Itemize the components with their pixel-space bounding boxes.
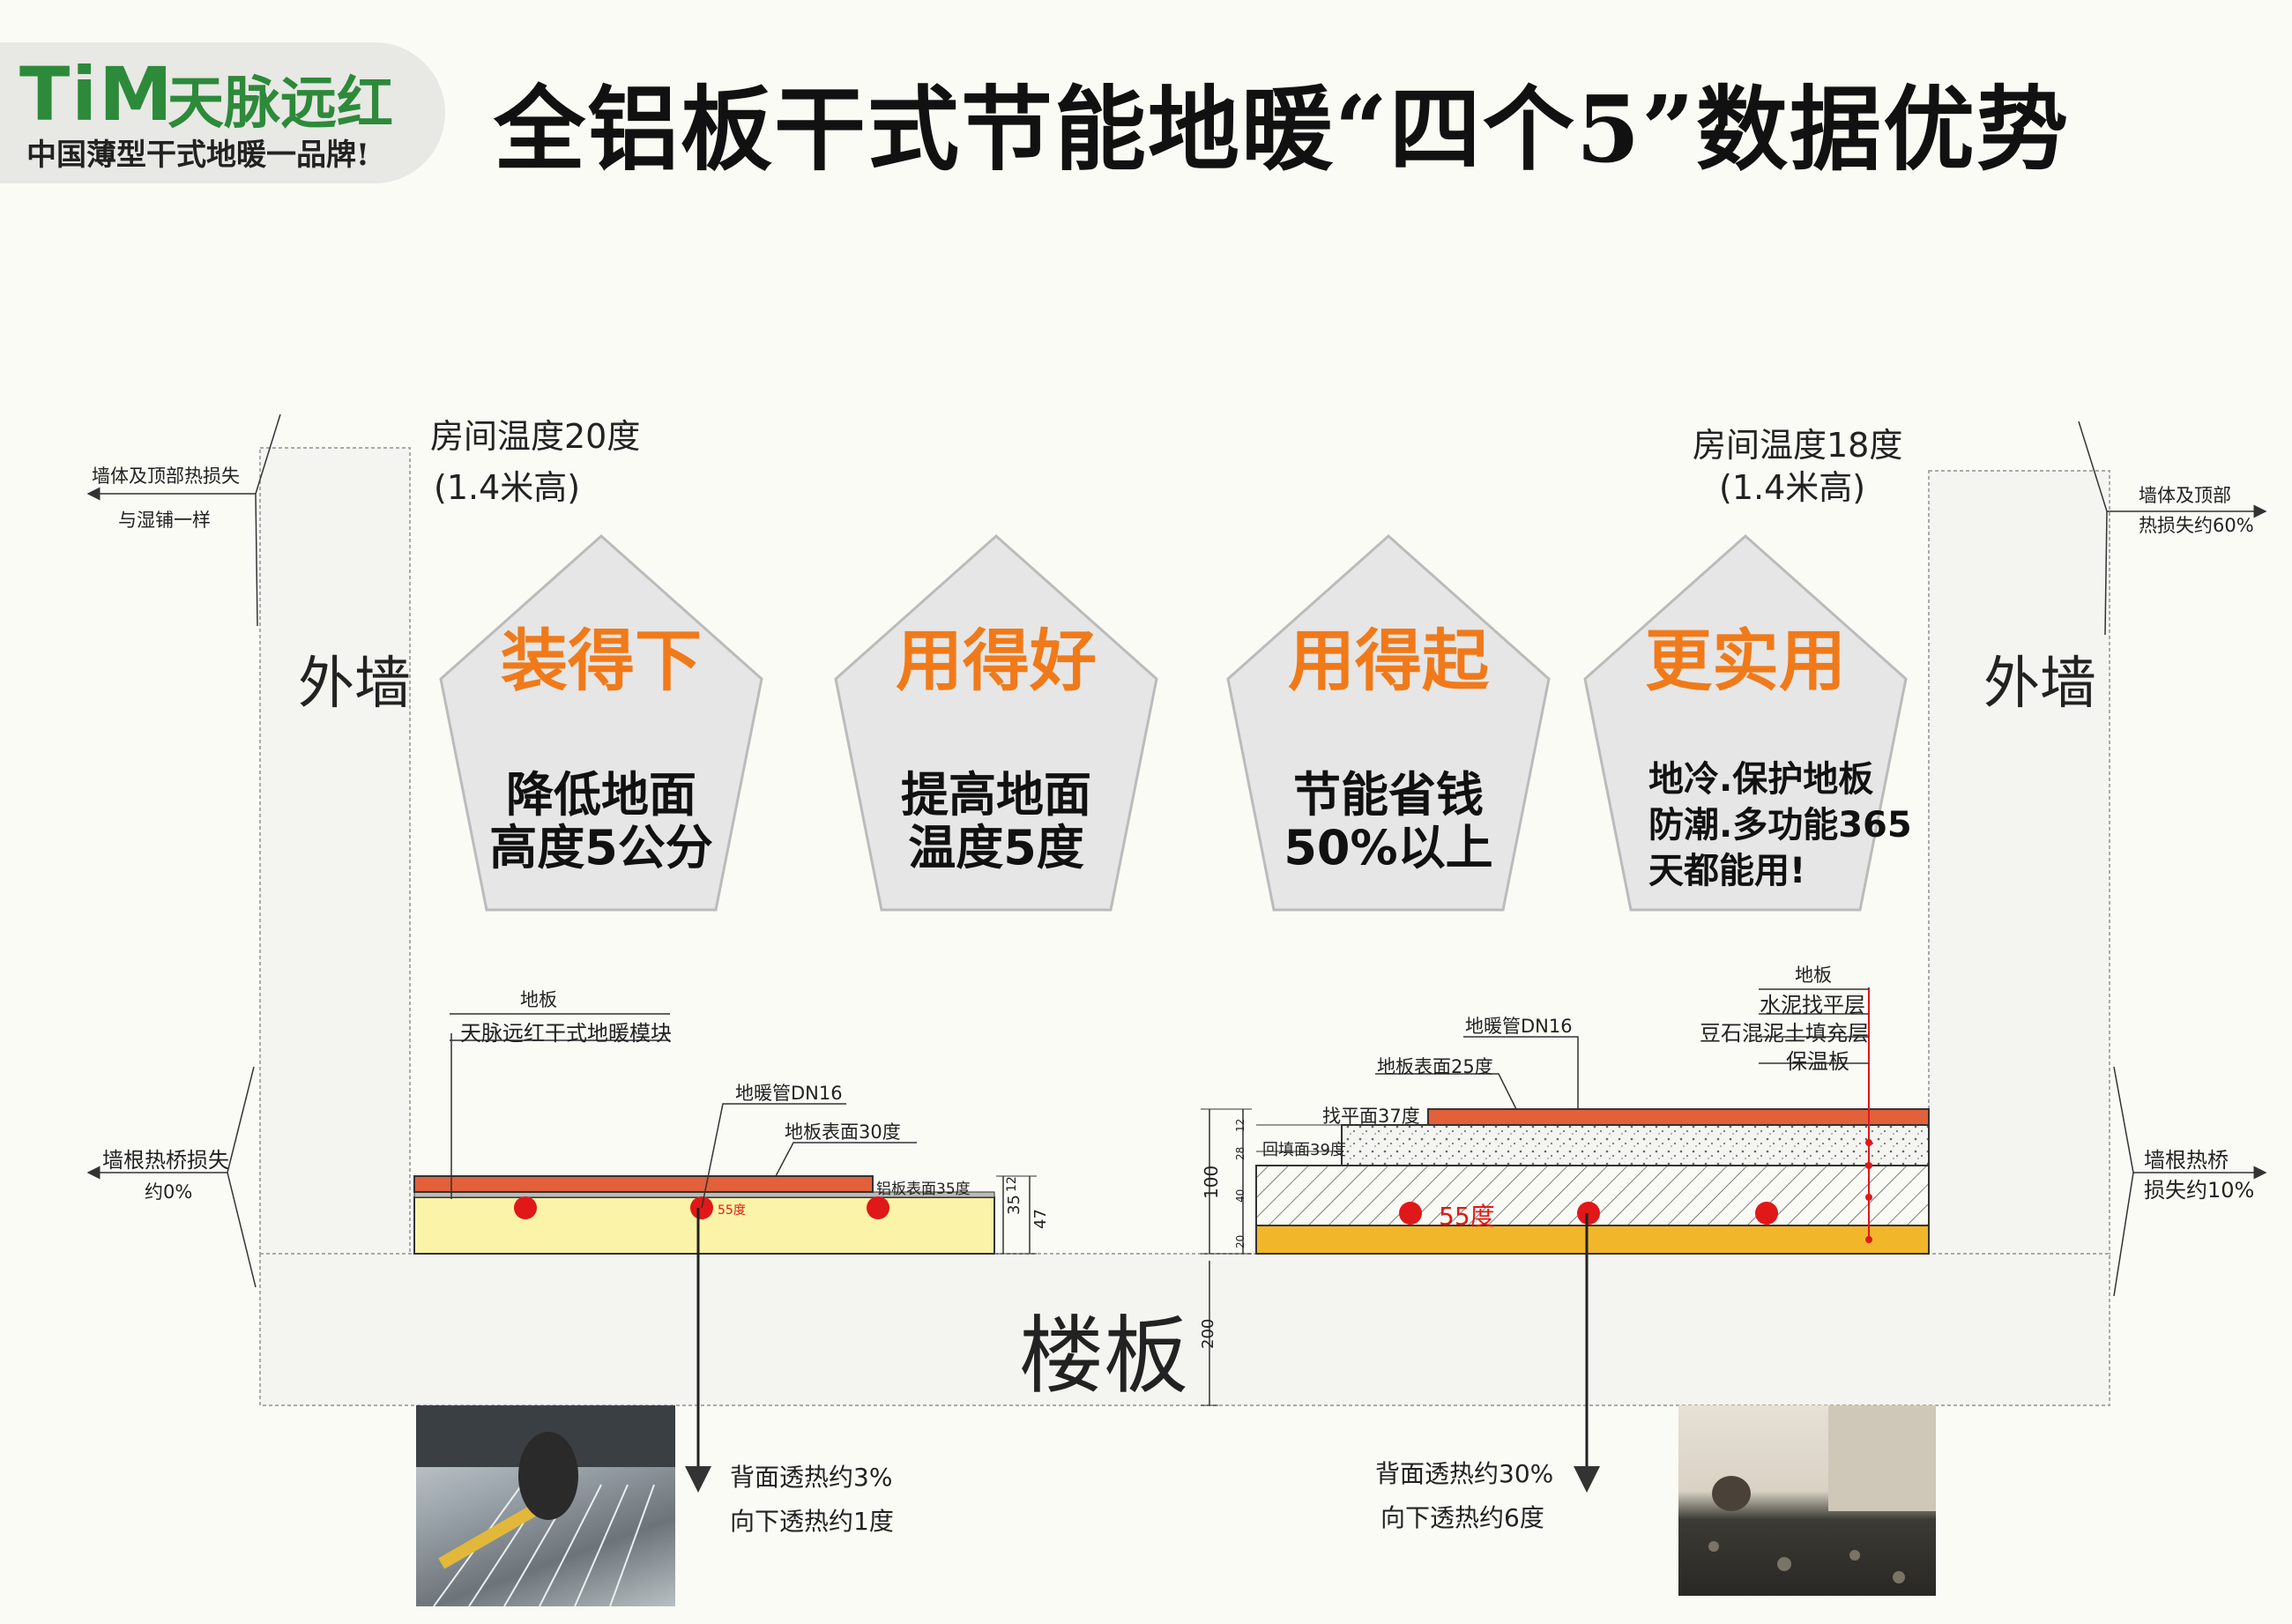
right-fill-temp: 回填面39度: [1262, 1141, 1346, 1159]
left-layer-floor: 地板: [520, 989, 557, 1010]
left-water-temp: 55度: [718, 1203, 746, 1218]
left-dim-35: 35: [1005, 1195, 1023, 1215]
left-bridge-loss-line2: 约0%: [145, 1181, 193, 1203]
pentagon-practical-line1: 地冷.保护地板: [1648, 759, 1874, 800]
floor-slab: [259, 1253, 2110, 1406]
right-pipe-1: [1399, 1202, 1422, 1225]
right-layer-insulation: 保温板: [1786, 1049, 1849, 1074]
right-wall-loss-line2: 热损失约60%: [2139, 515, 2254, 536]
pentagon-fits: 装得下 降低地面 高度5公分: [434, 529, 769, 917]
left-back-heat-line2: 向下透热约1度: [730, 1507, 894, 1536]
right-back-heat-line2: 向下透热约6度: [1380, 1503, 1544, 1532]
left-dim-12: 12: [1005, 1176, 1019, 1192]
left-room-height: (1.4米高): [434, 468, 581, 507]
pentagon-affordable-line1: 节能省钱: [1293, 767, 1484, 823]
photo-dry-install: [416, 1405, 675, 1606]
pentagon-practical-title: 更实用: [1645, 622, 1846, 700]
pentagon-affordable-title: 用得起: [1288, 622, 1489, 700]
right-dim-20: 20: [1234, 1234, 1246, 1248]
right-surface-temp: 地板表面25度: [1377, 1056, 1493, 1077]
right-screed-temp: 找平面37度: [1322, 1106, 1420, 1127]
right-wall-label: 外墙: [1983, 652, 2096, 717]
right-wall-loss-line1: 墙体及顶部: [2139, 485, 2231, 506]
left-wall-loss-line1: 墙体及顶部热损失: [92, 466, 240, 487]
pentagon-works-well: 用得好 提高地面 温度5度: [829, 529, 1164, 917]
right-pipe-2: [1577, 1202, 1600, 1225]
slab-label: 楼板: [1019, 1307, 1188, 1405]
logo-chinese: 天脉远红: [167, 71, 393, 137]
pentagon-affordable: 用得起 节能省钱 50%以上: [1221, 529, 1556, 917]
right-dim-12: 12: [1234, 1118, 1246, 1132]
right-dim-40: 40: [1234, 1188, 1246, 1203]
left-room-temp: 房间温度20度: [430, 417, 641, 456]
pentagon-practical-line3: 天都能用!: [1648, 851, 1806, 891]
left-pipe-3: [867, 1196, 889, 1219]
left-wall: [259, 447, 411, 1258]
pentagon-fits-line2: 高度5公分: [489, 820, 713, 875]
pentagon-works-well-line2: 温度5度: [908, 820, 1084, 875]
pentagon-practical: 更实用 地冷.保护地板 防潮.多功能365 天都能用!: [1578, 529, 1913, 917]
pentagon-works-well-line1: 提高地面: [901, 767, 1091, 823]
left-surface-temp: 地板表面30度: [785, 1121, 901, 1143]
pentagon-practical-line2: 防潮.多功能365: [1648, 805, 1912, 846]
page-title: 全铝板干式节能地暖“四个5”数据优势: [494, 75, 2071, 183]
right-layer-floor: 地板: [1795, 965, 1832, 986]
right-layer-screed: 水泥找平层: [1760, 993, 1865, 1017]
left-layer-module: 天脉远红干式地暖模块: [460, 1021, 672, 1046]
right-bridge-loss-line1: 墙根热桥: [2144, 1148, 2229, 1173]
pentagon-affordable-line2: 50%以上: [1284, 820, 1493, 875]
right-room-temp: 房间温度18度: [1693, 426, 1903, 465]
right-water-temp: 55度: [1439, 1202, 1495, 1231]
right-screed-layer: [1341, 1124, 1930, 1166]
left-floor-board: [413, 1175, 874, 1193]
left-plate-temp: 铝板表面35度: [876, 1181, 971, 1198]
slab-dim-200: 200: [1199, 1318, 1217, 1349]
left-back-heat-line1: 背面透热约3%: [730, 1463, 893, 1492]
left-pipe-label: 地暖管DN16: [735, 1083, 843, 1104]
right-floor-board: [1427, 1108, 1930, 1126]
right-bridge-loss-line2: 损失约10%: [2144, 1178, 2255, 1203]
left-wall-label: 外墙: [298, 652, 411, 717]
right-dim-28: 28: [1234, 1146, 1246, 1160]
right-layer-fill: 豆石混泥土填充层: [1700, 1021, 1869, 1046]
photo-wet-install: [1678, 1405, 1936, 1596]
right-room-height: (1.4米高): [1719, 468, 1866, 507]
right-wall: [1928, 470, 2110, 1258]
right-pipe-3: [1755, 1202, 1778, 1225]
logo-latin: TiM: [19, 51, 175, 138]
left-dim-47: 47: [1031, 1209, 1050, 1229]
pentagon-fits-title: 装得下: [501, 622, 702, 700]
pentagon-fits-line1: 降低地面: [506, 767, 696, 823]
right-dim-100: 100: [1201, 1165, 1222, 1199]
right-insulation-layer: [1255, 1225, 1930, 1255]
logo-slogan: 中国薄型干式地暖一品牌!: [26, 138, 369, 173]
left-wall-loss-line2: 与湿铺一样: [118, 510, 211, 531]
right-back-heat-line1: 背面透热约30%: [1375, 1459, 1554, 1488]
right-pipe-label: 地暖管DN16: [1465, 1016, 1573, 1037]
pentagon-works-well-title: 用得好: [896, 622, 1097, 700]
left-bridge-loss-line1: 墙根热桥损失: [102, 1148, 229, 1173]
left-pipe-1: [514, 1196, 537, 1219]
logo-block: [0, 42, 445, 183]
